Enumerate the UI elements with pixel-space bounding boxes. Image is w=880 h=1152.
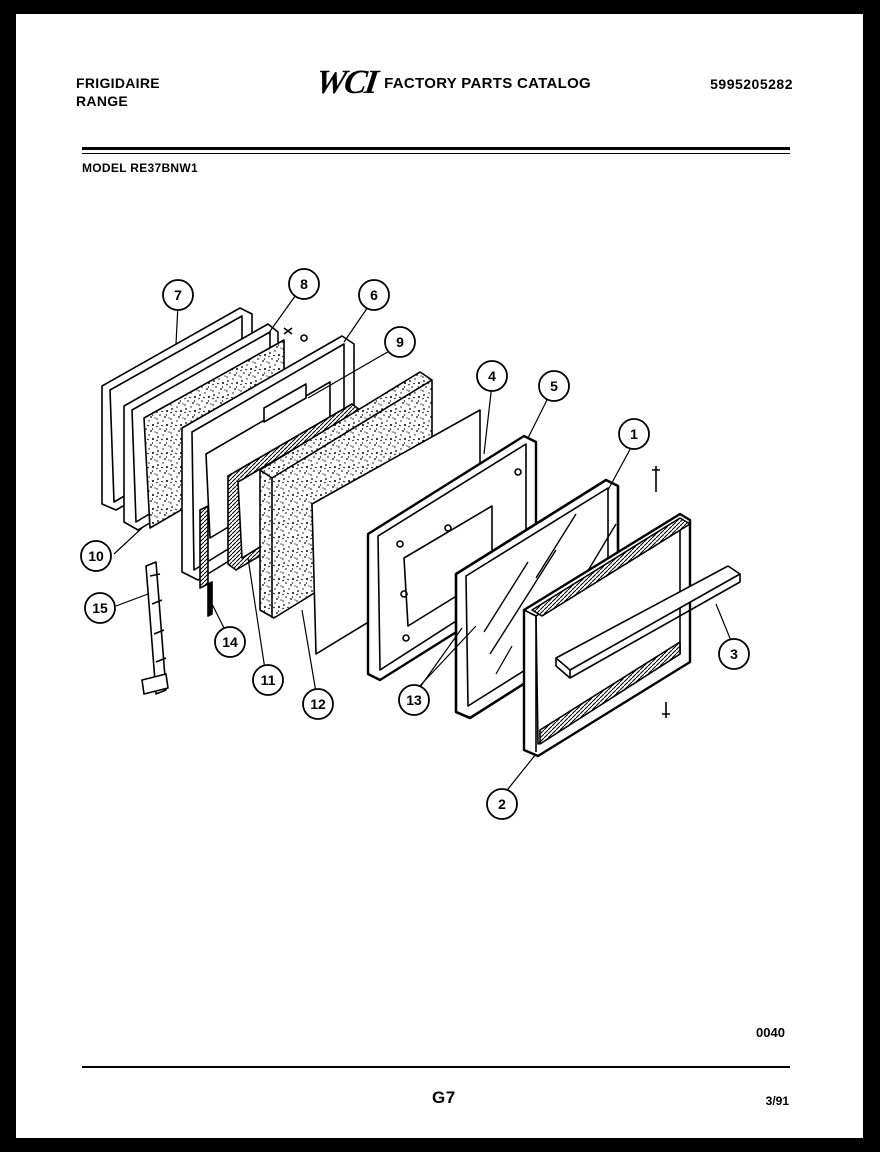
callout-14: 14 — [214, 626, 246, 658]
revision-date: 3/91 — [765, 1094, 789, 1108]
header-rule — [82, 147, 790, 150]
callout-12: 12 — [302, 688, 334, 720]
product-type: RANGE — [76, 93, 129, 109]
callout-6: 6 — [358, 279, 390, 311]
svg-text:5: 5 — [550, 378, 558, 394]
catalog-part-number: 5995205282 — [710, 76, 793, 92]
svg-text:15: 15 — [92, 600, 108, 616]
svg-text:3: 3 — [730, 646, 738, 662]
callout-10: 10 — [80, 540, 112, 572]
svg-text:6: 6 — [370, 287, 378, 303]
catalog-header: WCI FACTORY PARTS CATALOG — [313, 64, 591, 102]
svg-text:14: 14 — [222, 634, 238, 650]
drawing-code: 0040 — [756, 1025, 785, 1040]
callout-7: 7 — [162, 279, 194, 311]
header-rule-thin — [82, 153, 790, 154]
model-label: MODEL RE37BNW1 — [82, 161, 198, 175]
svg-text:1: 1 — [630, 426, 638, 442]
brand-block: FRIGIDAIRE RANGE — [76, 74, 160, 110]
svg-text:13: 13 — [406, 692, 422, 708]
callout-1: 1 — [618, 418, 650, 450]
part-14-strip — [207, 581, 213, 617]
svg-text:8: 8 — [300, 276, 308, 292]
callout-9: 9 — [384, 326, 416, 358]
callout-2: 2 — [486, 788, 518, 820]
page-number: G7 — [432, 1088, 456, 1107]
brand-name: FRIGIDAIRE — [76, 75, 160, 91]
footer-rule — [82, 1066, 790, 1068]
svg-text:7: 7 — [174, 287, 182, 303]
part-3-handle — [555, 565, 741, 679]
callout-5: 5 — [538, 370, 570, 402]
catalog-title: FACTORY PARTS CATALOG — [384, 74, 591, 92]
callout-15: 15 — [84, 592, 116, 624]
callouts: 7 8 6 9 4 5 1 — [80, 268, 750, 820]
svg-text:10: 10 — [88, 548, 104, 564]
callout-13: 13 — [398, 684, 430, 716]
oven-door-exploded-diagram: 7 8 6 9 4 5 1 — [80, 268, 750, 820]
callout-4: 4 — [476, 360, 508, 392]
screws — [283, 327, 670, 718]
parts-catalog-page: FRIGIDAIRE RANGE WCI FACTORY PARTS CATAL… — [16, 14, 863, 1138]
callout-11: 11 — [252, 664, 284, 696]
svg-text:2: 2 — [498, 796, 506, 812]
callout-8: 8 — [288, 268, 320, 300]
svg-text:11: 11 — [261, 672, 276, 688]
svg-text:9: 9 — [396, 334, 404, 350]
callout-3: 3 — [718, 638, 750, 670]
part-15-hinge — [141, 561, 169, 695]
svg-text:12: 12 — [310, 696, 326, 712]
svg-text:4: 4 — [488, 368, 496, 384]
